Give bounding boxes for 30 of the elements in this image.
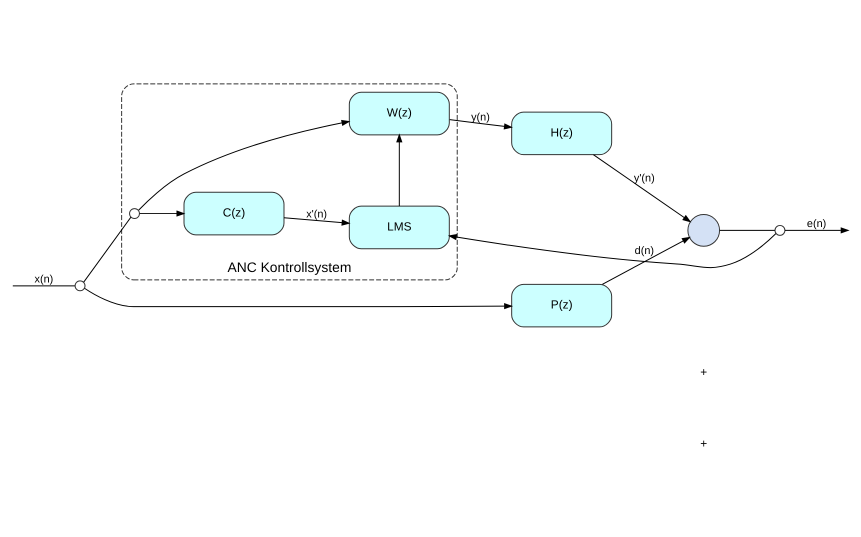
- edge-label: d(n): [634, 244, 654, 256]
- connector: [83, 216, 132, 282]
- node-box: W(z): [348, 91, 450, 135]
- node-box: C(z): [184, 191, 284, 235]
- node-circle: [687, 214, 720, 246]
- arrow: [84, 287, 514, 309]
- node-circle: [129, 208, 140, 218]
- arrow: [602, 236, 691, 284]
- edge-label: e(n): [806, 218, 826, 230]
- node-box: P(z): [511, 283, 612, 327]
- edge-label: x(n): [34, 273, 54, 286]
- label: +: [700, 436, 708, 450]
- node-circle: [74, 280, 86, 291]
- arrow: [448, 232, 776, 268]
- node-box: H(z): [511, 111, 612, 155]
- arrow: [139, 210, 186, 216]
- arrow: [396, 132, 402, 206]
- edge-label: y'(n): [634, 172, 655, 184]
- arrow: [449, 118, 513, 129]
- label: +: [700, 364, 708, 379]
- edge-label: y(n): [471, 110, 490, 123]
- arrow: [284, 216, 351, 226]
- node-circle: [774, 224, 786, 236]
- arrow: [592, 154, 692, 222]
- arrow: [138, 119, 350, 210]
- node-box: LMS: [348, 205, 450, 249]
- edge-label: x'(n): [306, 208, 328, 220]
- connector: [12, 284, 76, 286]
- connector: [719, 229, 776, 230]
- arrow: [784, 226, 850, 234]
